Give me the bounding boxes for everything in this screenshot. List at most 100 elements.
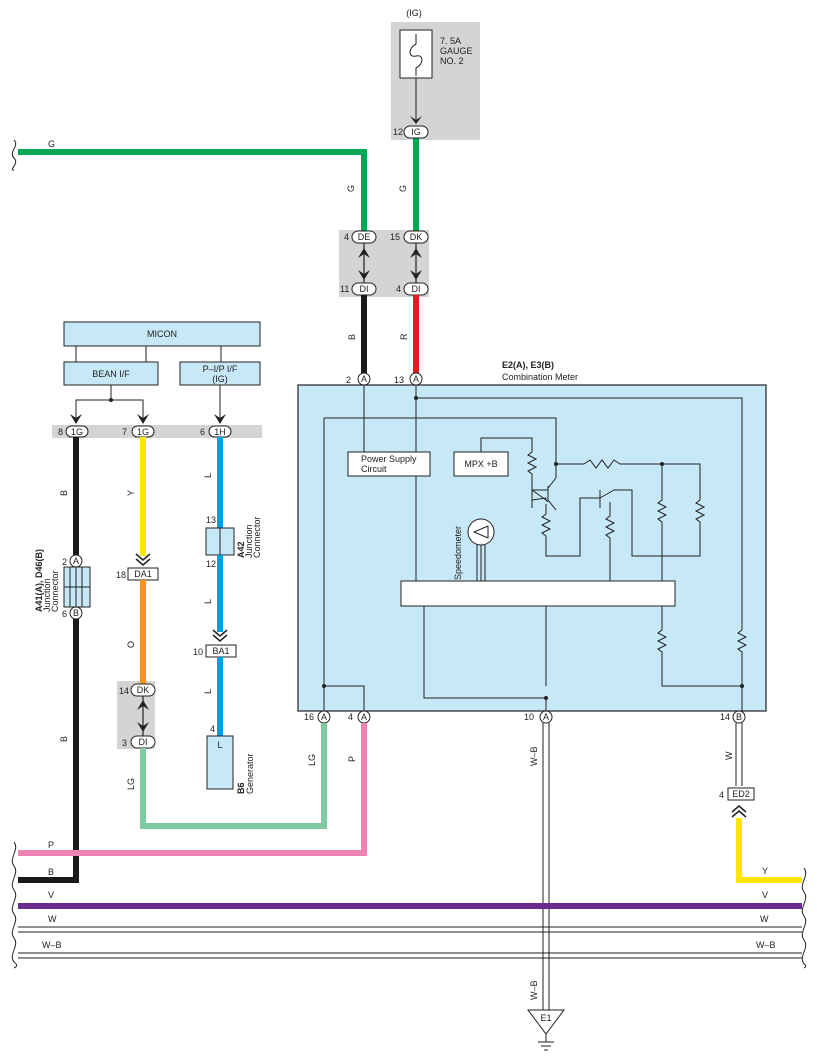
- meter-connector-14: [732, 710, 746, 724]
- arrow-up-icon: [137, 700, 149, 710]
- a42-pin-bot: 12: [206, 559, 216, 569]
- junction-pin-di-2: 4: [396, 284, 401, 294]
- generator-box: [206, 735, 234, 790]
- combination-meter-box: [297, 384, 767, 712]
- bus-label-p: P: [48, 840, 54, 850]
- wire-label-g-top: G: [48, 139, 55, 149]
- arrow-down-icon: [137, 414, 149, 424]
- power-supply-label-1: Power Supply: [361, 454, 417, 464]
- meter-pin-13: 13: [394, 375, 404, 385]
- wire-label-b-left-lower: B: [59, 736, 69, 742]
- mpx-label: MPX +B: [464, 459, 497, 469]
- wire-lg-left: [140, 723, 327, 829]
- bus-label-wb-right: W–B: [756, 940, 776, 950]
- connector-dk-label: DK: [410, 232, 423, 242]
- arrow-down-icon: [410, 270, 422, 280]
- meter-desc: Combination Meter: [502, 372, 578, 382]
- generator-terminal: L: [217, 740, 222, 750]
- micon-title: MICON: [147, 329, 177, 339]
- connector-de-label: DE: [358, 232, 371, 242]
- pip-if-label-2: (IG): [212, 374, 228, 384]
- junction-pin-de: 4: [344, 232, 349, 242]
- generator-pin: 4: [210, 724, 215, 734]
- meter-connector-10-label: A: [543, 712, 549, 722]
- micon-pin-7: 7: [122, 427, 127, 437]
- ground-connector-label: E1: [540, 1013, 551, 1023]
- wire-label-o-mid: O: [126, 641, 136, 648]
- junction-pin-dk: 15: [390, 232, 400, 242]
- fuse-name-1: GAUGE: [440, 46, 473, 56]
- junction-left-connector-b-label: B: [73, 608, 79, 618]
- meter-pin-14: 14: [720, 712, 730, 722]
- generator-desc: Generator: [245, 753, 255, 794]
- ed2-connector-label: ED2: [732, 789, 750, 799]
- arrow-down-icon: [137, 722, 149, 732]
- bus-label-w-right: W: [760, 914, 769, 924]
- bus-label-w-left: W: [48, 914, 57, 924]
- ground-icon: [538, 1041, 554, 1051]
- meter-connector-2-label: A: [361, 374, 367, 384]
- di-pin: 3: [122, 738, 127, 748]
- fuse-rating: 7. 5A: [440, 36, 461, 46]
- wire-p-meter: [18, 723, 367, 856]
- wire-label-b-mid: B: [347, 334, 357, 340]
- wire-label-l-3: L: [203, 689, 213, 694]
- da1-pin: 18: [116, 570, 126, 580]
- wire-label-p-meter: P: [347, 756, 357, 762]
- micon-box: [63, 321, 261, 347]
- arrow-up-icon: [410, 248, 422, 258]
- meter-pin-2: 2: [346, 375, 351, 385]
- bean-if-label: BEAN I/F: [92, 369, 130, 379]
- da1-connector-label: DA1: [134, 569, 152, 579]
- junction-left-pin-a: 2: [62, 557, 67, 567]
- meter-connector-4-label: A: [361, 712, 367, 722]
- speedometer-label: Speedometer: [453, 526, 463, 580]
- fuse-arrow-icon: [410, 116, 422, 124]
- junction-left-pin-b: 6: [62, 609, 67, 619]
- wire-label-g-left: G: [346, 185, 356, 192]
- a42-desc-1: Junction: [244, 524, 254, 558]
- meter-connector-13-label: A: [413, 374, 419, 384]
- bus-label-wb-left: W–B: [42, 940, 62, 950]
- wire-y-right: [736, 818, 802, 883]
- power-supply-circuit: [347, 451, 431, 477]
- a42-desc-2: Connector: [252, 516, 262, 558]
- wire-label-y-mid: Y: [126, 490, 136, 496]
- ba1-pin: 10: [193, 647, 203, 657]
- chevron-up-icon: [731, 805, 747, 818]
- meter-connector-16-label: A: [321, 712, 327, 722]
- wire-label-r-mid: R: [399, 333, 409, 340]
- micon-connector-7-label: 1G: [137, 427, 149, 437]
- mpx-box: [453, 451, 509, 477]
- resistor-icon: [526, 448, 538, 478]
- meter-processor-bar: [400, 580, 676, 607]
- meter-code: E2(A), E3(B): [502, 360, 554, 370]
- ed2-pin: 4: [719, 790, 724, 800]
- wire-label-b-left-upper: B: [59, 490, 69, 496]
- dk-pin: 14: [119, 686, 129, 696]
- micon-pin-6: 6: [200, 427, 205, 437]
- wire-break-mark: [11, 139, 17, 171]
- wire-label-lg-meter: LG: [307, 754, 317, 766]
- meter-connector-14-label: B: [736, 712, 742, 722]
- bus-label-v-left: V: [48, 890, 54, 900]
- meter-connector-10: [539, 710, 553, 724]
- arrow-down-icon: [70, 414, 82, 424]
- wire-g-top: [18, 149, 367, 234]
- wire-label-l-2: L: [203, 599, 213, 604]
- wire-break-mark: [801, 867, 807, 969]
- fuse-supply-label: (IG): [406, 8, 422, 18]
- connector-di-1-label: DI: [360, 284, 369, 294]
- junction-left-code: A41(A), D46(B): [34, 549, 44, 612]
- wire-b-left-lower: [18, 619, 79, 883]
- junction-left-connector-a-label: A: [73, 556, 79, 566]
- meter-pin-10: 10: [524, 712, 534, 722]
- wire-label-lg-left: LG: [126, 778, 136, 790]
- chevron-down-icon: [212, 629, 228, 642]
- dk-connector-label: DK: [137, 685, 150, 695]
- fuse-connector-label: IG: [411, 127, 421, 137]
- di-connector-label: DI: [139, 737, 148, 747]
- wire-label-wb-meter: W–B: [529, 746, 539, 766]
- ba1-connector-label: BA1: [212, 646, 229, 656]
